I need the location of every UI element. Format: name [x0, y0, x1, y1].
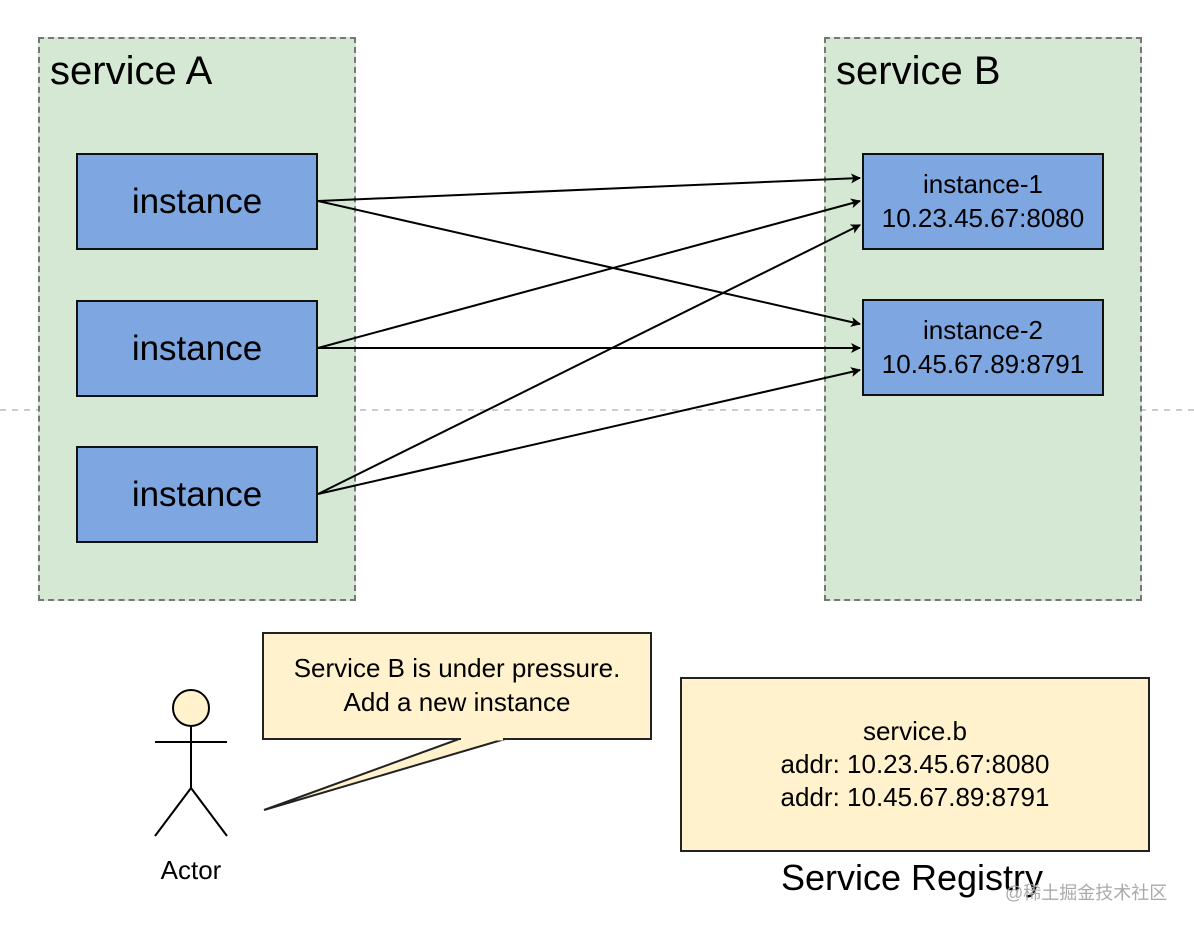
instance-label: instance: [131, 474, 263, 514]
registry-entry-name: service.b: [862, 715, 968, 746]
service-a-instance-3[interactable]: instance: [76, 446, 318, 543]
watermark: @稀土掘金技术社区: [1005, 883, 1168, 903]
instance-name: instance-1: [923, 168, 1043, 199]
actor-label: Actor: [160, 855, 222, 885]
service-b-instance-1[interactable]: instance-1 10.23.45.67:8080: [862, 153, 1104, 250]
instance-label: instance: [131, 181, 263, 221]
arrow-a2-b1: [317, 198, 861, 349]
instance-name: instance-2: [923, 314, 1043, 345]
registry-addr-1: addr: 10.23.45.67:8080: [780, 748, 1050, 779]
arrow-a3-b2: [317, 367, 861, 495]
callout-line-2: Add a new instance: [343, 687, 571, 717]
instance-address: 10.45.67.89:8791: [881, 348, 1085, 379]
callout-note: Service B is under pressure. Add a new i…: [262, 632, 652, 740]
instance-address: 10.23.45.67:8080: [881, 202, 1085, 233]
service-registry-title: Service Registry: [780, 857, 1044, 898]
service-registry-box: service.b addr: 10.23.45.67:8080 addr: 1…: [680, 677, 1150, 852]
service-a-instance-1[interactable]: instance: [76, 153, 318, 250]
service-a-title: service A: [50, 49, 213, 93]
arrow-a1-b2: [317, 200, 861, 327]
registry-addr-2: addr: 10.45.67.89:8791: [780, 782, 1050, 813]
instance-label: instance: [131, 328, 263, 368]
callout-line-1: Service B is under pressure.: [293, 653, 621, 684]
arrow-a1-b1: [317, 173, 861, 202]
arrow-a3-b1: [317, 224, 861, 495]
service-a-instance-2[interactable]: instance: [76, 300, 318, 397]
service-b-instance-2[interactable]: instance-2 10.45.67.89:8791: [862, 299, 1104, 396]
service-b-title: service B: [836, 49, 1001, 93]
